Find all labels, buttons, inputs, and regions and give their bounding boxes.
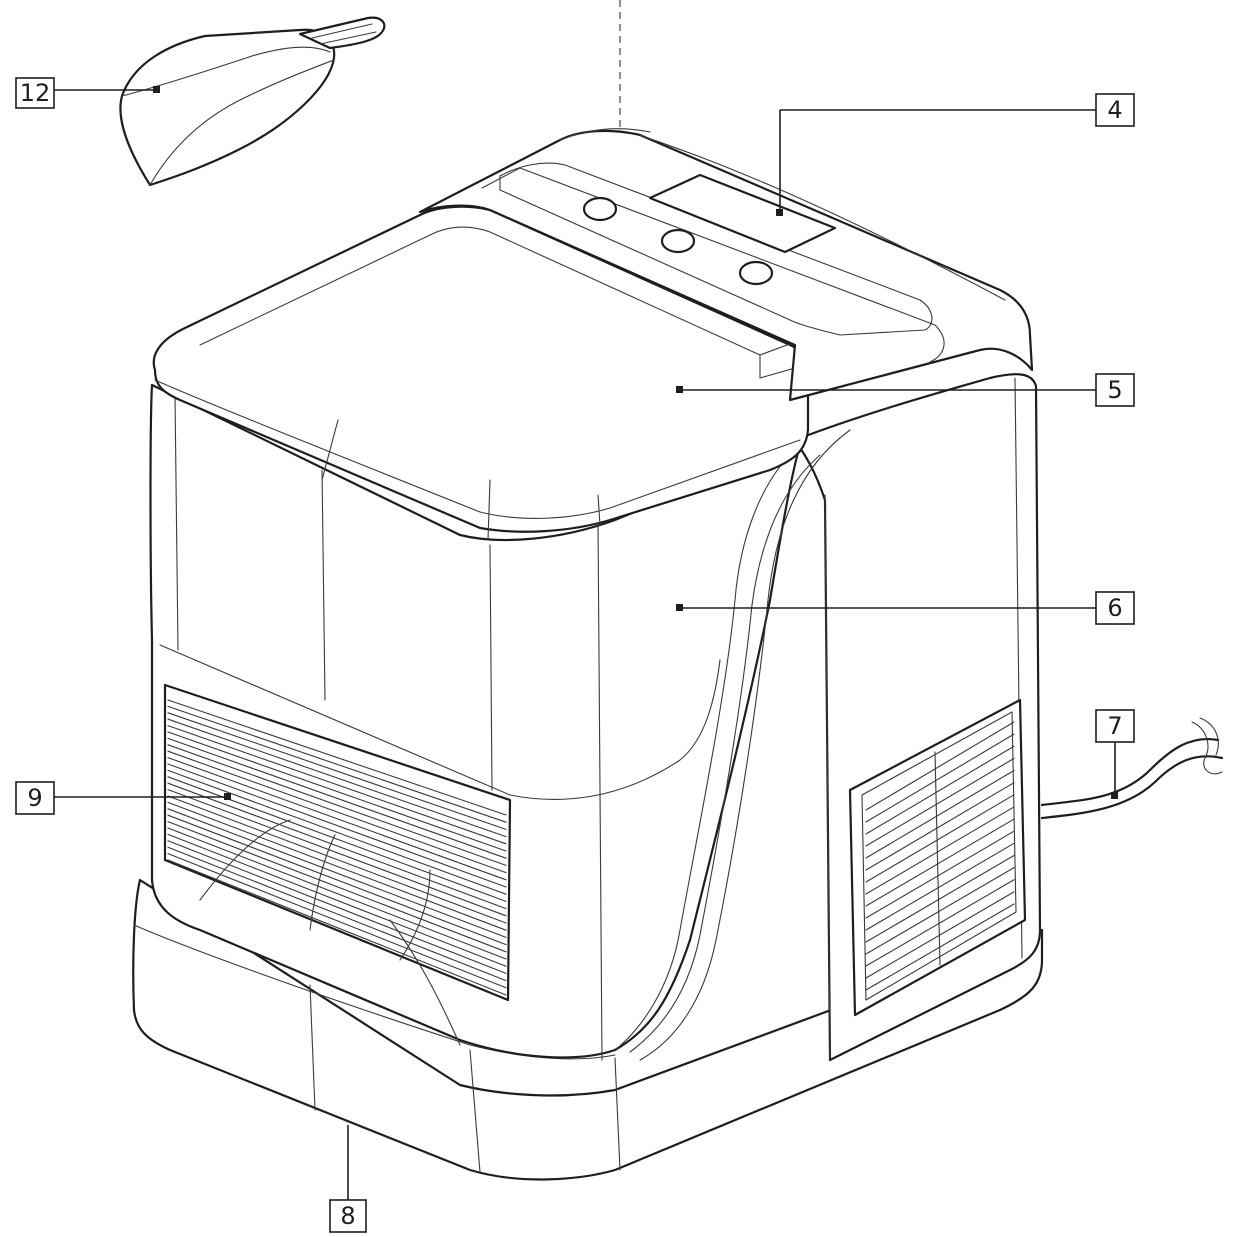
vent-slat xyxy=(865,830,1015,919)
control-button-2 xyxy=(660,228,696,254)
control-panel xyxy=(418,128,1034,402)
vent-slat xyxy=(865,733,1015,823)
grille-slat xyxy=(167,827,507,960)
display-screen xyxy=(648,173,837,254)
grille-slat xyxy=(167,712,507,830)
vent-slat xyxy=(865,903,1015,991)
base xyxy=(132,878,1044,1181)
grille-slat xyxy=(167,833,507,967)
control-button-3 xyxy=(738,260,774,286)
grille-slat xyxy=(167,821,507,953)
grille-slat xyxy=(167,769,507,895)
vent-slat xyxy=(865,794,1015,883)
grille-slat xyxy=(167,705,507,823)
callout-6: 6 xyxy=(676,591,1135,625)
grille-slat xyxy=(167,731,507,852)
vent-slats xyxy=(865,721,1015,991)
vent-slat xyxy=(865,891,1015,979)
grille-slat xyxy=(167,782,507,910)
vent-slat xyxy=(865,806,1015,895)
callout-4: 4 xyxy=(776,93,1135,216)
vent-slat xyxy=(865,818,1015,907)
grille-slat xyxy=(167,853,507,989)
callout-6-label: 6 xyxy=(1107,594,1122,622)
callout-12: 12 xyxy=(15,77,160,109)
grille-slat xyxy=(167,808,507,938)
vent-slat xyxy=(865,879,1015,967)
grille-slat xyxy=(167,699,507,816)
grille-slat xyxy=(167,789,507,917)
callout-12-label: 12 xyxy=(20,79,51,107)
callout-5: 5 xyxy=(676,373,1135,407)
ice-scoop xyxy=(119,16,386,187)
callout-8-label: 8 xyxy=(340,1202,355,1230)
callout-7: 7 xyxy=(1095,709,1135,799)
power-cord xyxy=(1040,717,1224,820)
grille-slat xyxy=(167,718,507,838)
vent-slat xyxy=(865,757,1015,847)
grille-slat xyxy=(167,801,507,931)
vent-slat xyxy=(865,867,1015,955)
grille-slat xyxy=(167,750,507,874)
vent-slat xyxy=(865,745,1015,835)
grille-slat xyxy=(167,840,507,974)
grille-slat xyxy=(167,795,507,924)
control-button-1 xyxy=(582,196,618,222)
callout-9: 9 xyxy=(15,781,231,815)
top-lid xyxy=(152,205,810,541)
vent-slat xyxy=(865,769,1015,859)
vent-slat xyxy=(865,842,1015,931)
callout-9-label: 9 xyxy=(27,784,42,812)
callout-5-label: 5 xyxy=(1107,376,1122,404)
grille-slat xyxy=(167,859,507,996)
grille-slat xyxy=(167,744,507,866)
grille-slat xyxy=(167,757,507,881)
grille-slat xyxy=(167,814,507,946)
grille-slat xyxy=(167,737,507,859)
vent-slat xyxy=(865,721,1015,811)
front-grille xyxy=(163,683,512,1046)
callout-4-label: 4 xyxy=(1107,96,1122,124)
side-vent xyxy=(848,698,1027,1017)
grille-slat xyxy=(167,763,507,888)
vent-slat xyxy=(865,782,1015,871)
grille-slat xyxy=(167,725,507,845)
vent-slat xyxy=(865,854,1015,943)
callout-8: 8 xyxy=(329,1125,367,1233)
callout-7-label: 7 xyxy=(1107,712,1122,740)
